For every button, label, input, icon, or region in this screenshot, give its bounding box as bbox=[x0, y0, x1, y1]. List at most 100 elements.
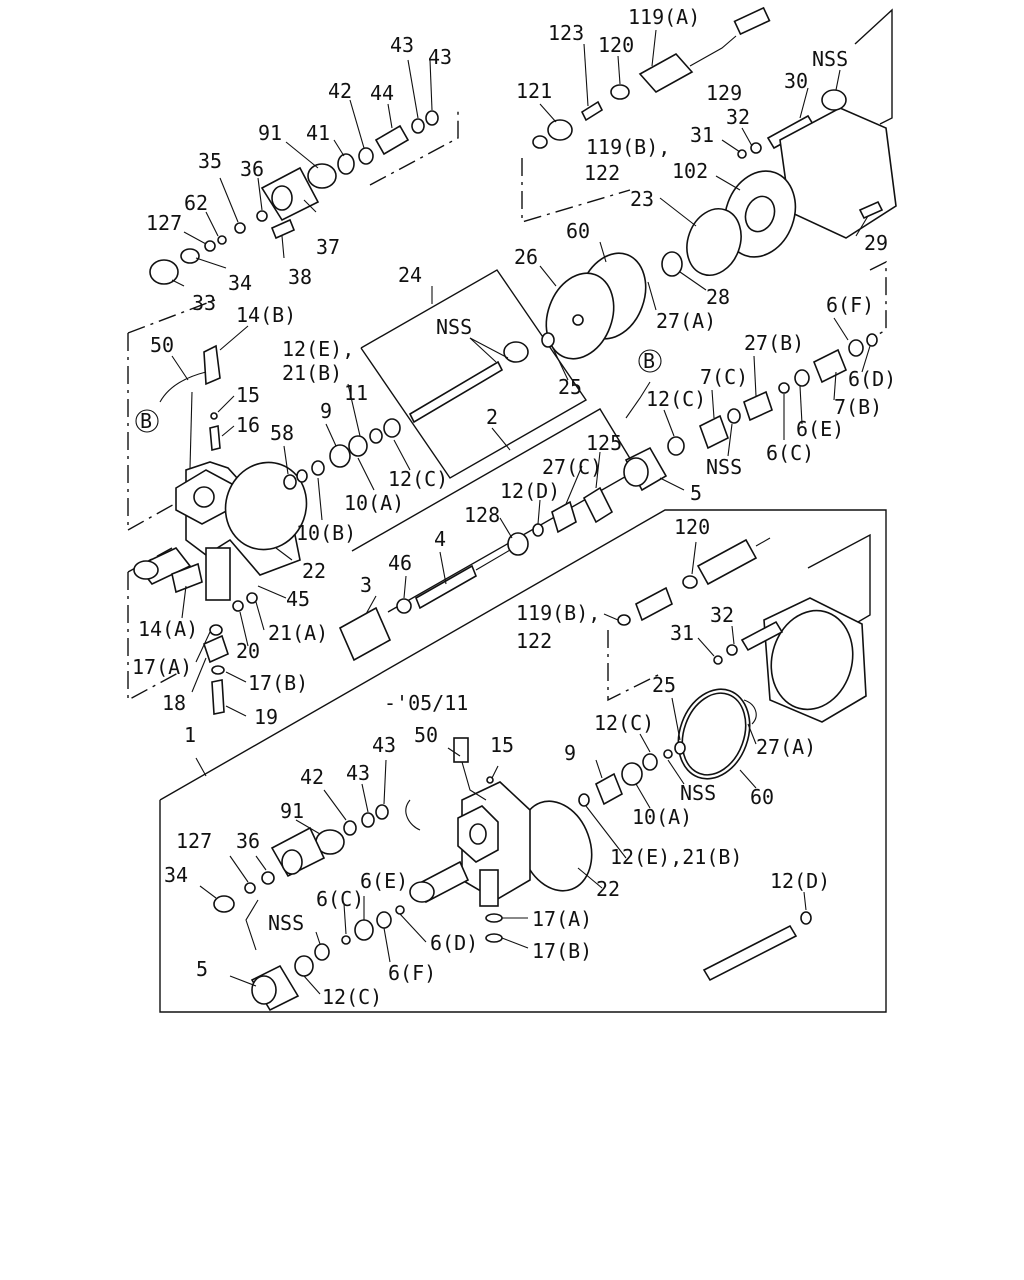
label-17a-2: 17(A) bbox=[532, 907, 592, 931]
label-5a: 5 bbox=[690, 481, 702, 505]
label-2: 2 bbox=[486, 405, 498, 429]
part-labels: 119(A) 123 120 129 NSS 121 30 32 31 119(… bbox=[132, 5, 896, 1009]
label-91b: 91 bbox=[280, 799, 304, 823]
label-26: 26 bbox=[514, 245, 538, 269]
label-43d: 43 bbox=[346, 761, 370, 785]
label-22b: 22 bbox=[596, 877, 620, 901]
upper-parts bbox=[149, 6, 897, 490]
label-10a-1: 10(A) bbox=[344, 491, 404, 515]
label-16: 16 bbox=[236, 413, 260, 437]
label-17a-1: 17(A) bbox=[132, 655, 192, 679]
label-3: 3 bbox=[360, 573, 372, 597]
label-20: 20 bbox=[236, 639, 260, 663]
label-60b: 60 bbox=[750, 785, 774, 809]
label-6d-1: 6(D) bbox=[848, 367, 896, 391]
label-50b: 50 bbox=[414, 723, 438, 747]
label-15b: 15 bbox=[490, 733, 514, 757]
label-12c-3: 12(C) bbox=[594, 711, 654, 735]
label-27a-1: 27(A) bbox=[656, 309, 716, 333]
label-35: 35 bbox=[198, 149, 222, 173]
label-121: 121 bbox=[516, 79, 552, 103]
label-23: 23 bbox=[630, 187, 654, 211]
label-119b-1: 119(B), bbox=[586, 135, 670, 159]
label-4: 4 bbox=[434, 527, 446, 551]
label-128: 128 bbox=[464, 503, 500, 527]
label-125: 125 bbox=[586, 431, 622, 455]
label-37: 37 bbox=[316, 235, 340, 259]
label-12e-1: 12(E), bbox=[282, 337, 354, 361]
label-31: 31 bbox=[690, 123, 714, 147]
label-62: 62 bbox=[184, 191, 208, 215]
label-27b: 27(B) bbox=[744, 331, 804, 355]
label-122-1: 122 bbox=[584, 161, 620, 185]
label-21a: 21(A) bbox=[268, 621, 328, 645]
lower-assembly-frame bbox=[159, 509, 887, 1013]
label-44: 44 bbox=[370, 81, 394, 105]
label-30: 30 bbox=[784, 69, 808, 93]
label-36b: 36 bbox=[236, 829, 260, 853]
label-12d-2: 12(D) bbox=[770, 869, 830, 893]
label-6d-2: 6(D) bbox=[430, 931, 478, 955]
label-24: 24 bbox=[398, 263, 422, 287]
label-34: 34 bbox=[228, 271, 252, 295]
date-note: -'05/11 bbox=[384, 691, 468, 715]
label-12c-2: 12(C) bbox=[646, 387, 706, 411]
label-31b: 31 bbox=[670, 621, 694, 645]
label-25b: 25 bbox=[652, 673, 676, 697]
upper-right-frame bbox=[854, 8, 893, 125]
label-6f-2: 6(F) bbox=[388, 961, 436, 985]
label-14a: 14(A) bbox=[138, 617, 198, 641]
label-43b: 43 bbox=[428, 45, 452, 69]
label-42: 42 bbox=[328, 79, 352, 103]
label-17b-2: 17(B) bbox=[532, 939, 592, 963]
label-27c: 27(C) bbox=[542, 455, 602, 479]
label-11: 11 bbox=[344, 381, 368, 405]
lower-assembly-parts bbox=[213, 537, 867, 1012]
label-129: 129 bbox=[706, 81, 742, 105]
label-b-2: B bbox=[643, 349, 655, 373]
label-127b: 127 bbox=[176, 829, 212, 853]
label-6c-1: 6(C) bbox=[766, 441, 814, 465]
label-119b-2: 119(B), bbox=[516, 601, 600, 625]
label-nss-4: NSS bbox=[680, 781, 716, 805]
label-7c: 7(C) bbox=[700, 365, 748, 389]
label-33: 33 bbox=[192, 291, 216, 315]
label-102: 102 bbox=[672, 159, 708, 183]
label-17b-1: 17(B) bbox=[248, 671, 308, 695]
label-43a: 43 bbox=[390, 33, 414, 57]
label-36: 36 bbox=[240, 157, 264, 181]
left-frame-top-diag bbox=[127, 299, 216, 334]
label-58: 58 bbox=[270, 421, 294, 445]
label-15: 15 bbox=[236, 383, 260, 407]
label-45: 45 bbox=[286, 587, 310, 611]
label-25: 25 bbox=[558, 375, 582, 399]
label-6e-1: 6(E) bbox=[796, 417, 844, 441]
lower-right-frame bbox=[807, 533, 871, 623]
label-14b: 14(B) bbox=[236, 303, 296, 327]
label-12d-1: 12(D) bbox=[500, 479, 560, 503]
upper-left-leader bbox=[369, 108, 459, 186]
label-21b-1: 21(B) bbox=[282, 361, 342, 385]
leader-lines bbox=[171, 29, 871, 995]
label-12c-4: 12(C) bbox=[322, 985, 382, 1009]
label-1: 1 bbox=[184, 723, 196, 747]
label-28: 28 bbox=[706, 285, 730, 309]
label-12c-1: 12(C) bbox=[388, 467, 448, 491]
label-122-2: 122 bbox=[516, 629, 552, 653]
label-7b: 7(B) bbox=[834, 395, 882, 419]
label-32: 32 bbox=[726, 105, 750, 129]
label-127: 127 bbox=[146, 211, 182, 235]
label-60: 60 bbox=[566, 219, 590, 243]
label-10a-2: 10(A) bbox=[632, 805, 692, 829]
lower-right-leader bbox=[607, 630, 661, 702]
right-mid-frame bbox=[869, 260, 887, 339]
label-38: 38 bbox=[288, 265, 312, 289]
label-119a: 119(A) bbox=[628, 5, 700, 29]
label-nss-5: NSS bbox=[268, 911, 304, 935]
label-nss-1: NSS bbox=[812, 47, 848, 71]
label-41: 41 bbox=[306, 121, 330, 145]
label-27a-2: 27(A) bbox=[756, 735, 816, 759]
label-5b: 5 bbox=[196, 957, 208, 981]
